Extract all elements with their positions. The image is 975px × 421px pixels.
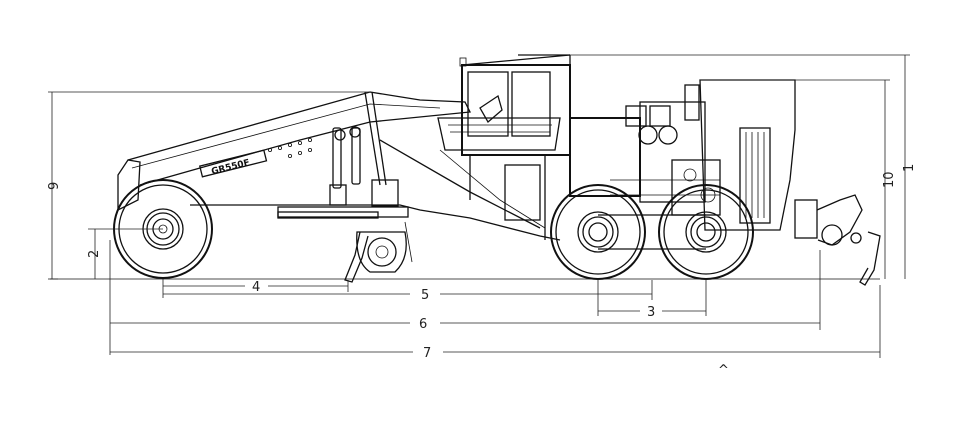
model-badge: GR550F bbox=[198, 149, 268, 178]
engine-compartment bbox=[569, 79, 796, 231]
dimension-5-label: 5 bbox=[421, 288, 429, 303]
rear-ripper bbox=[794, 194, 881, 286]
dimension-10: 10 bbox=[700, 79, 897, 279]
model-badge-text: GR550F bbox=[210, 158, 251, 177]
dimension-9: 9 bbox=[47, 91, 370, 280]
dimension-7: 7 bbox=[110, 285, 881, 361]
dimension-9-label: 9 bbox=[47, 182, 62, 190]
dimension-6-label: 6 bbox=[419, 317, 427, 332]
dimension-10-label: 10 bbox=[882, 171, 897, 188]
dimension-7-label: 7 bbox=[423, 346, 431, 361]
dimension-2-label: 2 bbox=[87, 250, 102, 258]
dimension-1-label: 1 bbox=[902, 164, 917, 172]
dimension-6: 6 bbox=[109, 240, 821, 355]
dimension-3-label: 3 bbox=[647, 305, 655, 320]
operator-cab bbox=[437, 54, 571, 240]
lift-cylinders bbox=[329, 91, 399, 207]
dimension-3: 3 bbox=[597, 279, 707, 320]
dimension-1: 1 bbox=[570, 54, 917, 279]
rear-wheel-1 bbox=[550, 184, 646, 280]
caret-mark: ^ bbox=[718, 363, 729, 378]
blade-assembly bbox=[277, 206, 413, 283]
dimension-2: 2 bbox=[87, 228, 163, 279]
dimension-5: 5 bbox=[163, 280, 653, 303]
rear-wheel-2 bbox=[658, 184, 754, 280]
dimension-4-label: 4 bbox=[252, 280, 260, 295]
dimension-4: 4 bbox=[162, 279, 349, 298]
